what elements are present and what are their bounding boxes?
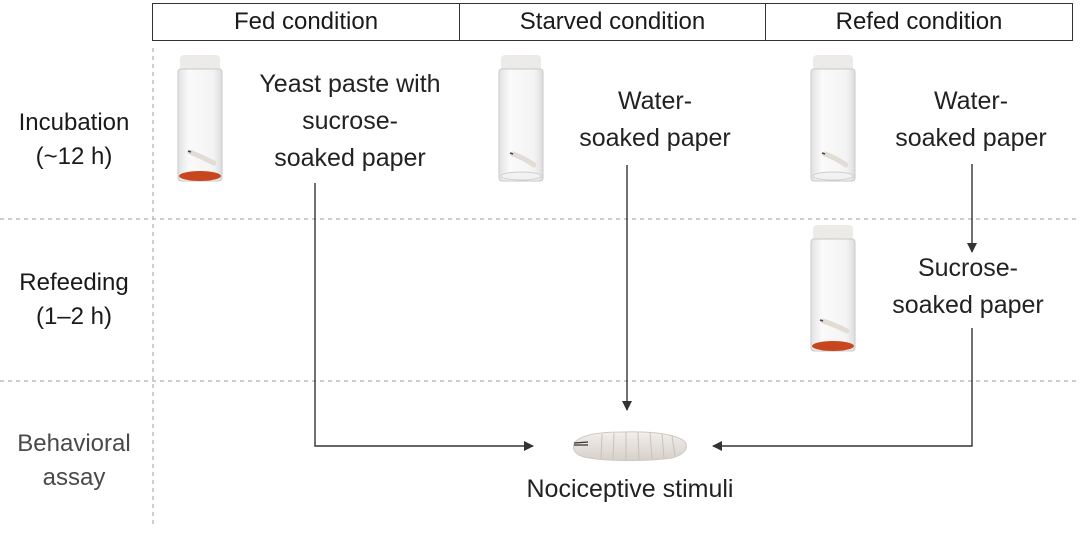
row-label-refeeding-line2: (1–2 h)	[35, 303, 113, 330]
arrow-refed-to-assay	[712, 328, 973, 451]
row-label-incubation-line1: Incubation	[18, 109, 130, 136]
text-fed-incubation: Yeast paste with sucrose- soaked paper	[232, 66, 468, 177]
row-label-refeeding-line1: Refeeding	[19, 269, 129, 296]
row-label-refeeding: Refeeding (1–2 h)	[0, 266, 148, 334]
text-starved-incubation: Water- soaked paper	[548, 83, 762, 157]
header-fed-condition: Fed condition	[152, 3, 460, 41]
vial-starved-incubation	[498, 55, 544, 182]
vial-refed-incubation	[810, 55, 856, 182]
vial-refed-refeeding	[810, 225, 856, 352]
arrow-fed-to-assay	[314, 183, 534, 451]
header-starved-condition: Starved condition	[459, 3, 766, 41]
text-refed-refeeding: Sucrose- soaked paper	[861, 250, 1075, 324]
row-label-incubation: Incubation (~12 h)	[0, 106, 148, 174]
text-refed-incubation: Water- soaked paper	[864, 83, 1078, 157]
row-label-incubation-line2: (~12 h)	[35, 143, 113, 170]
text-fed-incubation-line1: Yeast paste with	[259, 70, 441, 98]
row-label-behavioral-assay: Behavioral assay	[0, 427, 148, 495]
larva-icon	[573, 431, 687, 462]
row-label-behavioral-line1: Behavioral	[17, 430, 131, 457]
text-refed-refeeding-line1: Sucrose-	[917, 254, 1019, 282]
header-refed-condition: Refed condition	[765, 3, 1073, 41]
text-refed-incubation-line1: Water-	[933, 87, 1009, 115]
text-fed-incubation-line3: soaked paper	[274, 144, 426, 172]
row-label-behavioral-line2: assay	[42, 464, 106, 491]
text-starved-incubation-line1: Water-	[617, 87, 693, 115]
text-fed-incubation-line2: sucrose-	[302, 107, 398, 135]
text-starved-incubation-line2: soaked paper	[579, 124, 731, 152]
vial-fed-incubation	[177, 55, 223, 182]
assay-label: Nociceptive stimuli	[526, 475, 734, 503]
text-refed-refeeding-line2: soaked paper	[892, 291, 1044, 319]
text-refed-incubation-line2: soaked paper	[895, 124, 1047, 152]
